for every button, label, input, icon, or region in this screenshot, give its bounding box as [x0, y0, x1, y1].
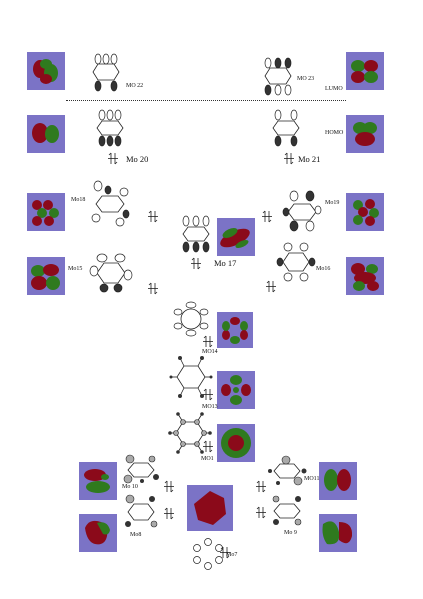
label-mo15: Mo15	[68, 266, 83, 272]
label-mo22: MO 22	[126, 83, 144, 89]
label-mo9: Mo 9	[284, 530, 297, 536]
label-mo14: MO14	[202, 349, 218, 355]
molecule-sketch-mo16	[276, 242, 316, 282]
orbital-box-mo16	[346, 257, 384, 295]
orbital-box-mo12	[217, 424, 255, 462]
orbital-box-mo8	[79, 514, 117, 552]
spin-pair-arrows-mo17	[191, 257, 201, 270]
orbital-box-mo11	[319, 462, 357, 500]
molecule-sketch-mo14	[172, 300, 210, 338]
molecule-sketch-mo8	[122, 494, 162, 530]
molecule-sketch-mo23	[260, 54, 296, 98]
spin-pair-arrows-mo11	[256, 480, 266, 493]
label-mo18: Mo18	[71, 197, 86, 203]
molecule-sketch-mo20	[92, 108, 128, 148]
molecule-sketch-mo9	[268, 494, 308, 528]
molecule-sketch-mo12	[168, 408, 212, 458]
orbital-box-mo9	[319, 514, 357, 552]
homo-lumo-divider	[66, 100, 346, 101]
label-homo: HOMO	[325, 130, 344, 136]
orbital-box-mo13	[217, 371, 255, 409]
label-mo20: Mo 20	[126, 154, 149, 164]
label-mo7: Mo7	[226, 552, 238, 558]
orbital-box-mo17	[217, 218, 255, 256]
spin-pair-arrows-mo12	[203, 440, 213, 453]
molecule-sketch-mo17	[178, 214, 214, 254]
label-mo8: Mo8	[130, 532, 142, 538]
label-mo21: Mo 21	[298, 154, 321, 164]
spin-pair-arrows-mo18	[148, 210, 158, 223]
orbital-box-mo19	[346, 193, 384, 231]
orbital-box-mo22	[27, 52, 65, 90]
orbital-box-mo18	[27, 193, 65, 231]
molecule-sketch-mo15	[89, 253, 133, 293]
molecule-sketch-mo19	[280, 188, 324, 234]
label-lumo: LUMO	[325, 86, 343, 92]
molecule-sketch-mo10	[122, 454, 162, 485]
orbital-box-mo23	[346, 52, 384, 90]
label-mo16: Mo16	[316, 266, 331, 272]
molecule-sketch-mo22	[88, 50, 124, 94]
orbital-box-mo21	[346, 115, 384, 153]
spin-pair-arrows-mo21	[284, 152, 294, 165]
spin-pair-arrows-mo13	[203, 388, 213, 401]
label-mo13: MO13	[202, 404, 218, 410]
molecule-sketch-mo13	[169, 352, 213, 402]
spin-pair-arrows-mo14	[203, 335, 213, 348]
label-mo10: Mo 10	[122, 484, 138, 490]
molecule-sketch-mo21	[268, 108, 304, 148]
spin-pair-arrows-mo16	[266, 280, 276, 293]
molecule-sketch-mo11	[268, 455, 308, 487]
molecule-sketch-mo18	[88, 178, 132, 228]
label-mo11: MO11	[304, 476, 320, 482]
spin-pair-arrows-mo20	[108, 152, 118, 165]
spin-pair-arrows-mo7	[220, 546, 230, 559]
spin-pair-arrows-mo9	[256, 506, 266, 519]
orbital-box-mo14	[217, 312, 253, 348]
spin-pair-arrows-mo8	[164, 507, 174, 520]
label-mo12: MO1	[201, 456, 214, 462]
orbital-box-mo7	[187, 485, 233, 531]
orbital-box-mo20	[27, 115, 65, 153]
spin-pair-arrows-mo19	[262, 210, 272, 223]
label-mo23: MO 23	[297, 76, 315, 82]
label-mo19: Mo19	[325, 200, 340, 206]
orbital-box-mo15	[27, 257, 65, 295]
spin-pair-arrows-mo10	[164, 480, 174, 493]
orbital-box-mo10	[79, 462, 117, 500]
label-mo17: Mo 17	[214, 258, 237, 268]
spin-pair-arrows-mo15	[148, 282, 158, 295]
